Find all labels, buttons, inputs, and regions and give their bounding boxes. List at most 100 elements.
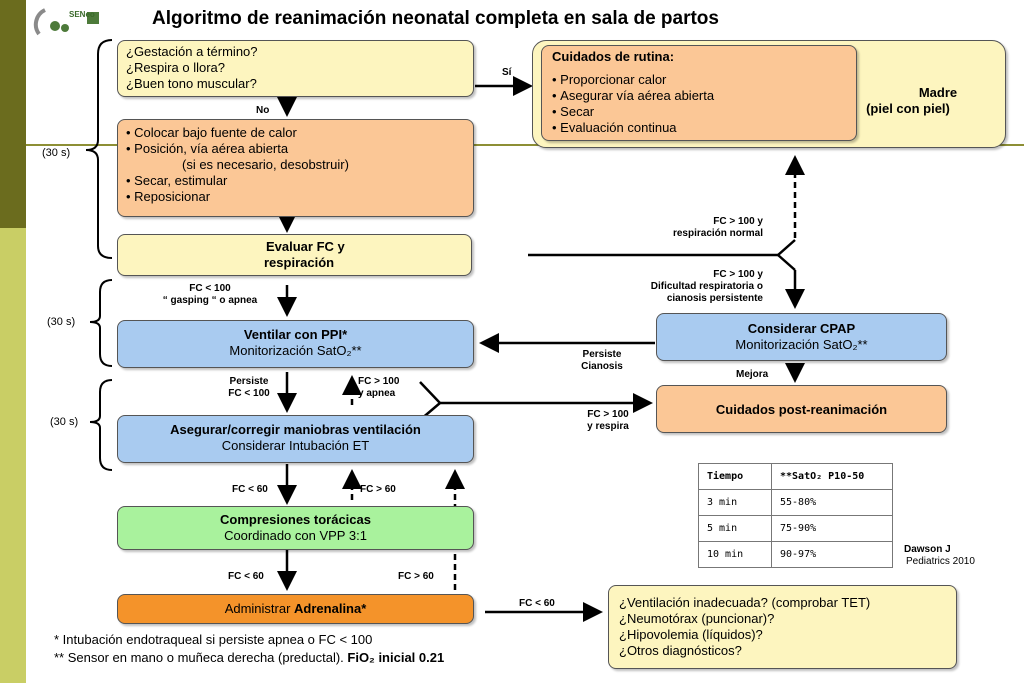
table-row: 3 min 55-80%	[698, 489, 893, 516]
footnote-2-bold: FiO₂ inicial 0.21	[347, 650, 445, 665]
label-line: cianosis persistente	[666, 293, 763, 304]
box-asegurar: Asegurar/corregir maniobras ventilación …	[117, 415, 474, 463]
label-fc100-respiracion: FC > 100 y respiración normal	[620, 216, 763, 240]
label-line: y respira	[587, 421, 629, 432]
table-header-row: Tiempo **SatO₂ P10-50	[698, 463, 893, 490]
label-fc100-gasping: FC < 100 “ gasping “ o apnea	[140, 283, 280, 307]
box-pasos-iniciales: Colocar bajo fuente de calor Posición, v…	[117, 119, 474, 217]
label-time-3: (30 s)	[50, 416, 79, 428]
label-fc60-e: FC < 60	[519, 598, 555, 609]
evaluar-line2: respiración	[264, 255, 335, 270]
table-cell: 5 min	[698, 515, 772, 542]
label-line: Dificultad respiratoria o	[650, 281, 763, 292]
evaluar-line1: Evaluar FC y	[266, 239, 345, 254]
label-fc60-a: FC < 60	[232, 484, 268, 495]
adrenalina-bold: Adrenalina*	[294, 601, 367, 616]
dudas-line: ¿Neumotórax (puncionar)?	[619, 611, 775, 626]
table-header: **SatO₂ P10-50	[771, 463, 893, 490]
adrenalina-prefix: Administrar	[224, 601, 295, 616]
compresiones-line2: Coordinado con VPP 3:1	[224, 528, 367, 543]
rutina-item: Asegurar vía aérea abierta	[552, 88, 846, 104]
reference: Dawson J Pediatrics 2010	[904, 544, 975, 568]
box-cpap: Considerar CPAP Monitorización SatO₂**	[656, 313, 947, 361]
seneo-logo: SENeo SOCIEDAD ESPAÑOLA DE NEONATOLOGÍA	[33, 4, 103, 43]
table-cell: 90-97%	[771, 541, 893, 568]
box-dudas: ¿Ventilación inadecuada? (comprobar TET)…	[608, 585, 957, 669]
brace-1	[85, 39, 113, 259]
ventilar-line2: Monitorización SatO₂**	[229, 343, 362, 358]
sato2-table: Tiempo **SatO₂ P10-50 3 min 55-80% 5 min…	[698, 463, 893, 568]
logo-ring-text: SOCIEDAD ESPAÑOLA DE NEONATOLOGÍA	[33, 42, 54, 43]
label-line: FC > 100 y	[713, 216, 763, 227]
cpap-line2: Monitorización SatO₂**	[735, 337, 868, 352]
label-line: respiración normal	[672, 228, 763, 239]
asegurar-line2: Considerar Intubación ET	[221, 438, 370, 453]
page-title: Algoritmo de reanimación neonatal comple…	[152, 8, 719, 29]
table-cell: 3 min	[698, 489, 772, 516]
brace-3	[89, 379, 113, 471]
madre-line1: Madre	[918, 85, 958, 100]
sato2-table-wrap: Tiempo **SatO₂ P10-50 3 min 55-80% 5 min…	[698, 463, 893, 568]
table-cell: 55-80%	[771, 489, 893, 516]
dudas-line: ¿Otros diagnósticos?	[619, 643, 742, 658]
label-line: FC > 100 y	[713, 269, 763, 280]
pasos-item2-sub: (si es necesario, desobstruir)	[182, 157, 349, 172]
label-time-1: (30 s)	[42, 147, 71, 159]
box-post-reanimacion: Cuidados post-reanimación	[656, 385, 947, 433]
footnote-2: ** Sensor en mano o muñeca derecha (pred…	[54, 649, 444, 667]
label-fc100-apnea: FC > 100 y apnea	[358, 376, 399, 400]
label-line: FC > 100	[358, 376, 400, 387]
table-header: Tiempo	[698, 463, 772, 490]
reference-journal: Pediatrics 2010	[906, 556, 975, 567]
pasos-item: Reposicionar	[126, 189, 465, 205]
table-cell: 10 min	[698, 541, 772, 568]
pasos-item: Posición, vía aérea abierta	[126, 141, 465, 157]
q1-line: ¿Buen tono muscular?	[126, 76, 257, 91]
label-persiste-cianosis: Persiste Cianosis	[570, 349, 634, 373]
box-rutina: Cuidados de rutina: Proporcionar calor A…	[541, 45, 857, 141]
label-persiste-fc: Persiste FC < 100	[214, 376, 284, 400]
label-mejora: Mejora	[736, 369, 769, 380]
box-initial-questions: ¿Gestación a término? ¿Respira o llora? …	[117, 40, 474, 97]
brace-2	[89, 279, 113, 367]
post-line1: Cuidados post-reanimación	[715, 402, 888, 417]
label-line: y apnea	[358, 388, 396, 399]
pasos-item: Secar, estimular	[126, 173, 465, 189]
reference-author: Dawson J	[904, 544, 951, 555]
q1-line: ¿Gestación a término?	[126, 44, 258, 59]
sidebar-dark	[0, 0, 26, 228]
footnote-2-text: ** Sensor en mano o muñeca derecha (pred…	[54, 650, 348, 665]
label-line: “ gasping “ o apnea	[162, 295, 258, 306]
divider-line	[26, 144, 1024, 146]
rutina-item: Proporcionar calor	[552, 72, 846, 88]
label-fc60-c: FC < 60	[228, 571, 264, 582]
cpap-line1: Considerar CPAP	[747, 321, 856, 336]
table-row: 5 min 75-90%	[698, 515, 893, 542]
rutina-item: Evaluación continua	[552, 120, 846, 136]
label-fc60-d: FC > 60	[398, 571, 434, 582]
pasos-item: Colocar bajo fuente de calor	[126, 125, 465, 141]
table-cell: 75-90%	[771, 515, 893, 542]
label-line: FC < 100	[228, 388, 270, 399]
madre-line2: (piel con piel)	[866, 101, 950, 116]
asegurar-line1: Asegurar/corregir maniobras ventilación	[170, 422, 421, 437]
compresiones-line1: Compresiones torácicas	[219, 512, 371, 527]
dudas-line: ¿Ventilación inadecuada? (comprobar TET)	[619, 595, 871, 610]
label-si: Sí	[502, 67, 512, 78]
rutina-item: Secar	[552, 104, 846, 120]
q1-line: ¿Respira o llora?	[126, 60, 225, 75]
rutina-heading: Cuidados de rutina:	[552, 49, 675, 64]
logo-icon	[33, 8, 99, 36]
logo-text: SENeo	[69, 10, 95, 19]
label-line: FC > 100	[587, 409, 629, 420]
box-ventilar: Ventilar con PPI* Monitorización SatO₂**	[117, 320, 474, 368]
box-evaluar: Evaluar FC y respiración	[117, 234, 472, 276]
label-fc60-b: FC > 60	[360, 484, 396, 495]
branch-y	[777, 239, 796, 271]
label-time-2: (30 s)	[47, 316, 76, 328]
table-row: 10 min 90-97%	[698, 541, 893, 568]
label-line: FC < 100	[189, 283, 231, 294]
footnote-1: * Intubación endotraqueal si persiste ap…	[54, 632, 373, 647]
label-fc100-respira: FC > 100 y respira	[576, 409, 640, 433]
